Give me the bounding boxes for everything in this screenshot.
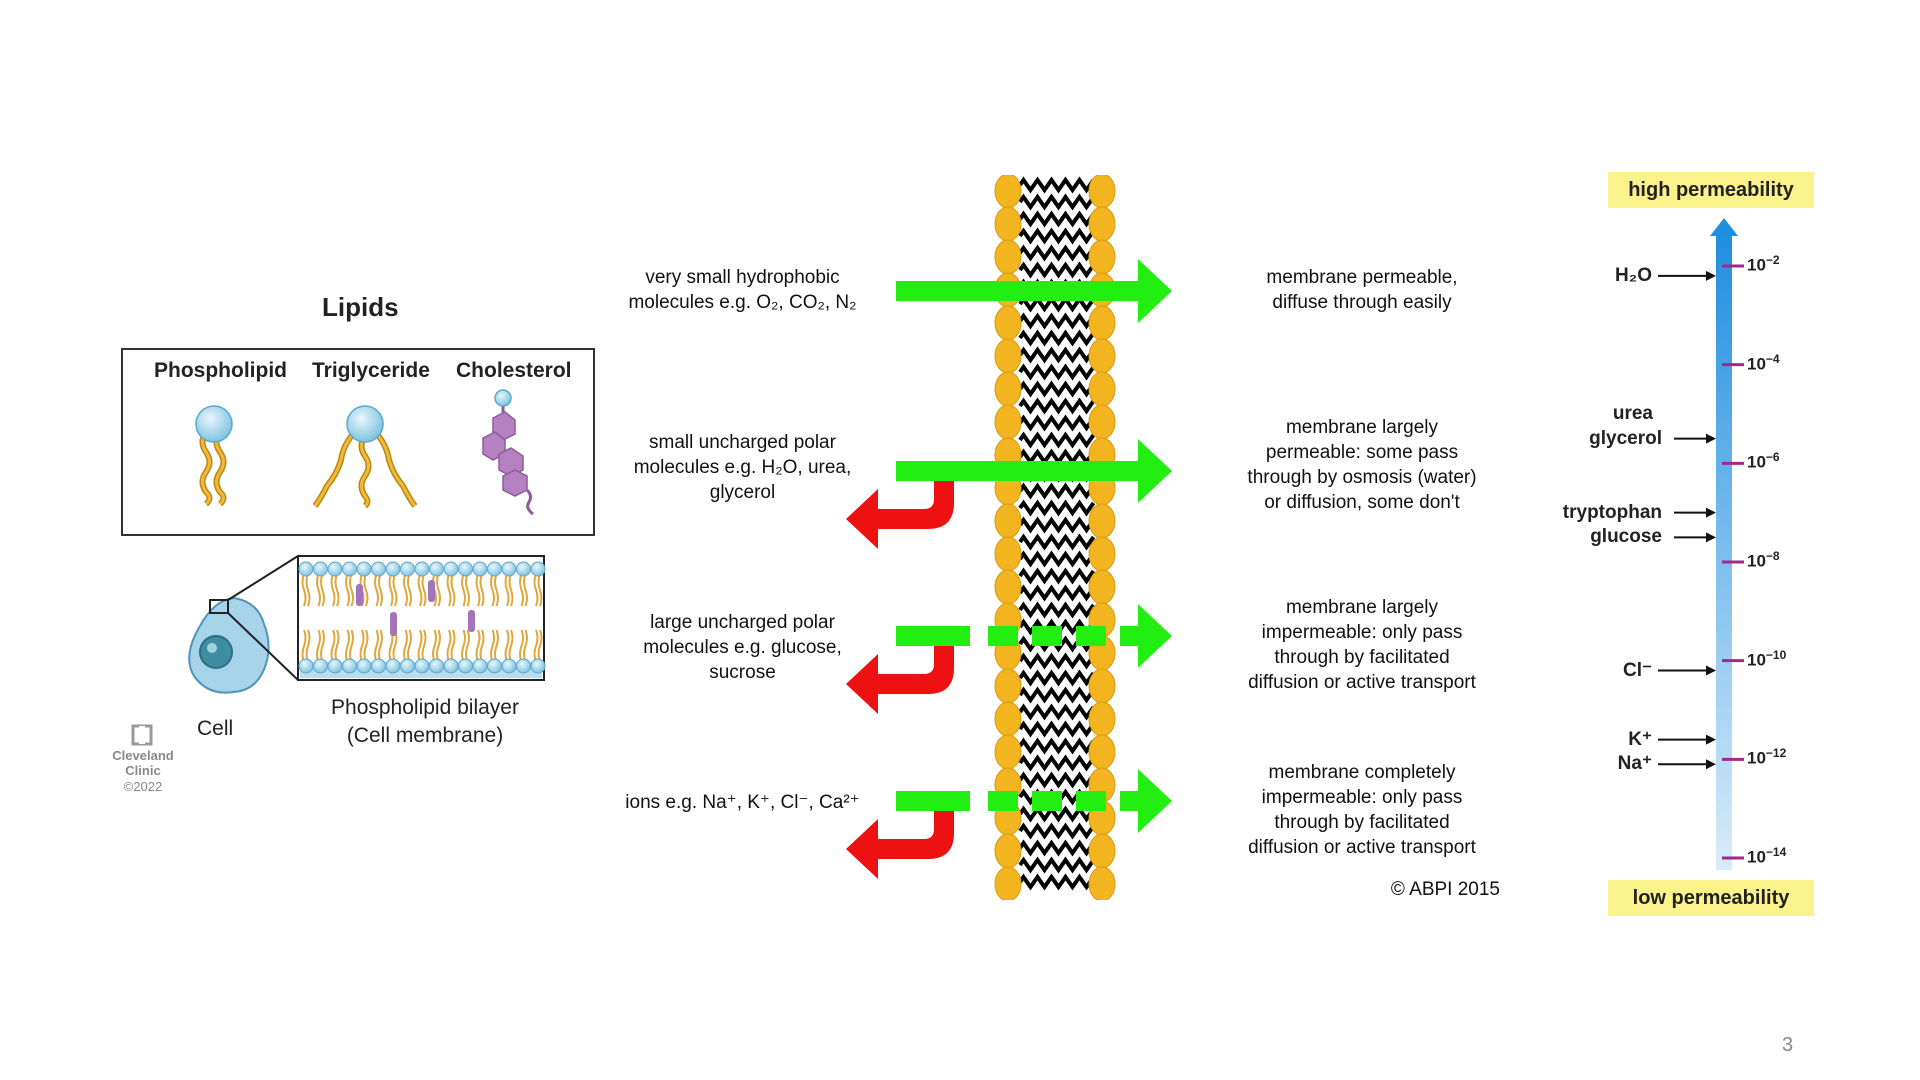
- arrows-layer: [846, 259, 1172, 879]
- row-2-right-line: through by osmosis (water): [1247, 467, 1477, 488]
- tick-exponent: −2: [1765, 253, 1780, 267]
- row-2-right-line: membrane largely: [1285, 417, 1439, 438]
- row-1-right-line: diffuse through easily: [1272, 292, 1452, 313]
- row-4-molecules: ions e.g. Na⁺, K⁺, Cl⁻, Ca²⁺: [610, 790, 875, 815]
- row-4-right-line: membrane completely: [1268, 762, 1456, 783]
- permeation-arrow-1: [896, 259, 1172, 323]
- row-3-molecules: large uncharged polar molecules e.g. gluc…: [610, 610, 875, 685]
- triglyceride-icon: [312, 405, 418, 509]
- row-2-molecules: small uncharged polar molecules e.g. H₂O,…: [610, 430, 875, 505]
- row-4-right-line: diffusion or active transport: [1248, 837, 1476, 858]
- substance-label-1: H₂O: [1615, 264, 1652, 286]
- tick-exponent: −14: [1765, 845, 1787, 859]
- row-1-outcome: membrane permeable, diffuse through easil…: [1232, 265, 1492, 315]
- cholesterol-icon: [482, 389, 534, 516]
- scale-tick-label: 10−2: [1747, 253, 1780, 276]
- tick-base: 10: [1747, 354, 1766, 374]
- substance-label-2: urea: [1612, 402, 1653, 424]
- tick-exponent: −8: [1765, 549, 1780, 563]
- tick-exponent: −6: [1765, 450, 1780, 465]
- row-2-left-line: glycerol: [709, 482, 776, 503]
- lipid-types-panel: Phospholipid Triglyceride Cholesterol: [121, 348, 595, 536]
- reflect-arrow-4: [846, 811, 954, 879]
- scale-tick-label: 10−4: [1747, 352, 1780, 375]
- row-3-left-line: large uncharged polar: [650, 612, 835, 633]
- phospholipid-icon: [195, 405, 233, 507]
- row-1-left-line: molecules e.g. O₂, CO₂, N₂: [628, 292, 857, 313]
- row-3-right-line: impermeable: only pass: [1261, 622, 1463, 643]
- lipids-title: Lipids: [322, 292, 399, 322]
- cholesterol-label: Cholesterol: [456, 359, 572, 382]
- substance-label-7: K⁺: [1628, 728, 1652, 750]
- permeation-arrow-2: [896, 439, 1172, 503]
- permeation-arrow-3: [896, 604, 1172, 668]
- cleveland-clinic-logo-icon: [131, 724, 153, 746]
- triglyceride-label: Triglyceride: [312, 359, 430, 382]
- substance-label-5: glucose: [1590, 526, 1662, 548]
- row-2-right-line: or diffusion, some don't: [1264, 492, 1460, 513]
- high-permeability-label: high permeability: [1608, 172, 1814, 208]
- row-2-left-line: small uncharged polar: [649, 432, 836, 453]
- credit-line3: ©2022: [123, 779, 163, 794]
- tick-base: 10: [1747, 551, 1766, 571]
- row-1-molecules: very small hydrophobic molecules e.g. O₂,…: [610, 265, 875, 315]
- substance-label-6: Cl⁻: [1622, 659, 1652, 681]
- permeability-scale: [1658, 218, 1744, 870]
- tick-base: 10: [1747, 748, 1766, 768]
- row-3-right-line: diffusion or active transport: [1248, 672, 1476, 693]
- scale-tick-label: 10−8: [1747, 549, 1780, 572]
- substance-label-3: glycerol: [1589, 427, 1662, 449]
- bilayer-label-line2: (Cell membrane): [346, 724, 504, 747]
- row-4-outcome: membrane completely impermeable: only pas…: [1232, 760, 1492, 860]
- row-1-right-line: membrane permeable,: [1266, 267, 1458, 288]
- abpi-copyright: © ABPI 2015: [1390, 879, 1500, 900]
- row-2-outcome: membrane largely permeable: some pass thro…: [1232, 415, 1492, 515]
- row-1-left-line: very small hydrophobic: [645, 267, 840, 288]
- lipid-molecules-illustration: [195, 389, 534, 516]
- scale-tick-label: 10−10: [1747, 648, 1786, 671]
- row-3-left-line: sucrose: [709, 662, 776, 683]
- substance-label-4: tryptophan: [1562, 501, 1662, 523]
- row-3-left-line: molecules e.g. glucose,: [643, 637, 842, 658]
- low-permeability-label: low permeability: [1608, 880, 1814, 916]
- row-3-right-line: through by facilitated: [1274, 647, 1450, 668]
- tick-exponent: −12: [1765, 746, 1787, 761]
- credit-line1: Cleveland: [112, 748, 174, 763]
- tick-exponent: −10: [1765, 647, 1787, 662]
- tick-base: 10: [1747, 255, 1766, 275]
- scale-tick-label: 10−14: [1747, 845, 1786, 868]
- phospholipid-label: Phospholipid: [154, 359, 287, 382]
- scale-tick-label: 10−12: [1747, 746, 1786, 769]
- permeability-gradient-bar: [1716, 234, 1732, 870]
- substance-label-8: Na⁺: [1617, 753, 1652, 775]
- row-4-left-line: ions e.g. Na⁺, K⁺, Cl⁻, Ca²⁺: [625, 792, 860, 813]
- bilayer-label-line1: Phospholipid bilayer: [331, 696, 519, 719]
- cell-bilayer-illustration: [188, 555, 546, 694]
- row-3-right-line: membrane largely: [1285, 597, 1439, 618]
- tick-base: 10: [1747, 650, 1766, 670]
- row-2-right-line: permeable: some pass: [1265, 442, 1459, 463]
- tick-exponent: −4: [1765, 351, 1780, 366]
- row-3-outcome: membrane largely impermeable: only pass th…: [1232, 595, 1492, 695]
- scale-tick-label: 10−6: [1747, 450, 1780, 473]
- row-4-right-line: impermeable: only pass: [1261, 787, 1463, 808]
- reflect-arrow-3: [846, 646, 954, 714]
- row-2-left-line: molecules e.g. H₂O, urea,: [633, 457, 852, 478]
- permeation-arrow-4: [896, 769, 1172, 833]
- cell-label: Cell: [197, 717, 234, 740]
- membrane-bilayer-diagram: [994, 175, 1116, 900]
- row-4-right-line: through by facilitated: [1274, 812, 1450, 833]
- page-number: 3: [1782, 1034, 1794, 1056]
- reflect-arrow-2: [846, 481, 954, 549]
- tick-base: 10: [1747, 452, 1766, 472]
- credit-line2: Clinic: [125, 763, 161, 778]
- tick-base: 10: [1747, 847, 1766, 867]
